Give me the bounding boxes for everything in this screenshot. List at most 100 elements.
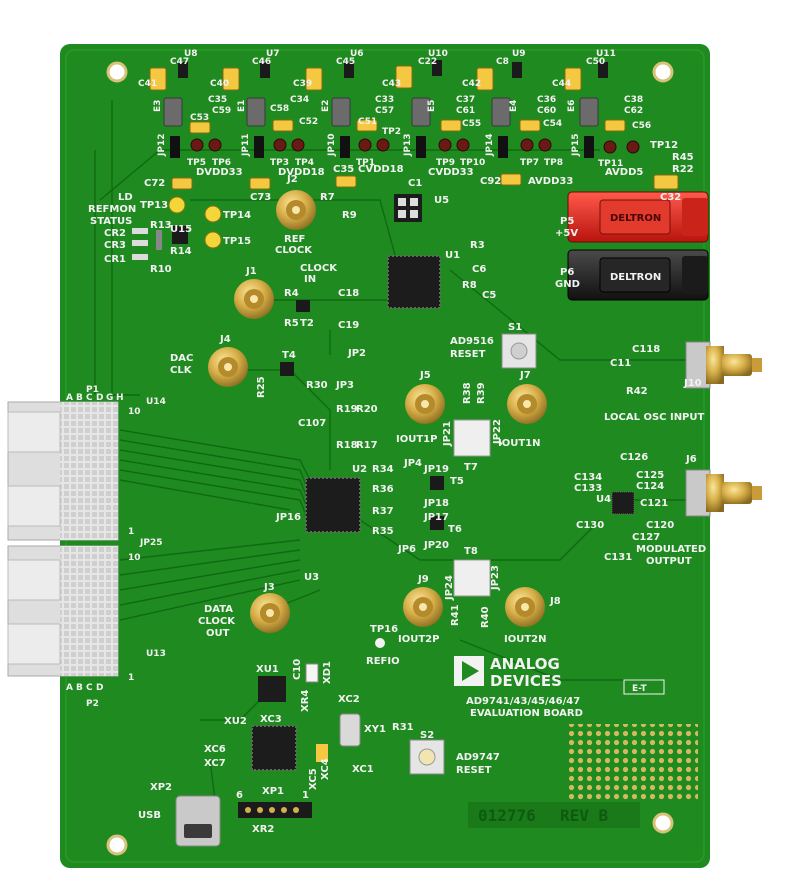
small-part-label: E3	[153, 100, 163, 112]
tp16-label: TP16	[370, 624, 398, 635]
small-part-label: C62	[624, 106, 643, 116]
r45-label: R45	[672, 152, 694, 163]
part-number: 012776	[478, 806, 536, 825]
small-part-label: C59	[212, 106, 231, 116]
power-posts	[567, 191, 709, 301]
small-part-label: C54	[543, 119, 562, 129]
ad9747-reset-label: RESET	[456, 765, 492, 776]
c102-label: C35	[333, 164, 354, 175]
r14-label: R14	[170, 246, 192, 257]
c11-label: C11	[610, 358, 631, 369]
testpoint-label: TP9	[436, 158, 455, 168]
top-ic-label: U7	[266, 49, 280, 59]
jp2-label: JP2	[347, 348, 366, 359]
cr1-label: CR1	[104, 254, 126, 265]
xc5-label: XC5	[308, 768, 319, 790]
cr3-label: CR3	[104, 240, 126, 251]
xu2-label: XU2	[224, 716, 247, 727]
j4-label: J4	[219, 334, 231, 345]
u2-label: U2	[352, 464, 367, 475]
c19-label: C19	[338, 320, 359, 331]
u4-label: U4	[596, 494, 611, 505]
t2-label: T2	[300, 318, 314, 329]
p2-pin-b: B	[76, 683, 83, 693]
c92-label: C92	[480, 176, 501, 187]
board-subtitle: EVALUATION BOARD	[470, 708, 583, 719]
c121-label: C121	[640, 498, 668, 509]
xc6-label: XC6	[204, 744, 226, 755]
iout1n-label: IOUT1N	[498, 438, 541, 449]
r40-label: R40	[480, 606, 491, 628]
jp25-label: JP25	[139, 538, 162, 548]
r17-label: R17	[356, 440, 378, 451]
p2-pin-c: C	[86, 683, 93, 693]
top-cap-label: C46	[252, 57, 271, 67]
clk-label: CLK	[170, 365, 193, 376]
small-part-label: C34	[290, 95, 309, 105]
small-part-label: E4	[509, 100, 519, 112]
jp23-label: JP23	[490, 565, 501, 591]
j9-label: J9	[417, 574, 429, 585]
small-part-label: C53	[190, 113, 209, 123]
r9-label: R9	[342, 210, 357, 221]
top-cap-label: C39	[293, 79, 312, 89]
top-cap-label: C50	[586, 57, 605, 67]
r30-label: R30	[306, 380, 328, 391]
ad9747-label: AD9747	[456, 752, 500, 763]
p2-pin1-label: 1	[128, 673, 134, 683]
brand-devices: DEVICES	[490, 672, 562, 690]
rail-cvdd18: CVDD18	[358, 164, 404, 175]
r5-label: R5	[284, 318, 299, 329]
small-part-label: E6	[567, 100, 577, 112]
p1-pin-d: D	[96, 393, 103, 403]
data-label: DATA	[204, 604, 233, 615]
sma-j6	[685, 469, 762, 517]
sma-j5	[405, 384, 445, 424]
c18-label: C18	[338, 288, 359, 299]
corner-mark: E-T	[632, 684, 648, 694]
c126-label: C126	[620, 452, 648, 463]
r34-label: R34	[372, 464, 394, 475]
t8-label: T8	[464, 546, 478, 557]
ref-clock-label: CLOCK	[275, 245, 313, 256]
r10-label: R10	[150, 264, 172, 275]
xr2-label: XR2	[252, 824, 274, 835]
testpoint-label: TP11	[598, 159, 623, 169]
c127-label: C127	[632, 532, 660, 543]
r38-label: R38	[462, 382, 473, 404]
r31-label: R31	[392, 722, 414, 733]
dac-label: DAC	[170, 353, 193, 364]
u15-label: U15	[170, 224, 192, 235]
c131-label: C131	[604, 552, 632, 563]
r19-label: R19	[336, 404, 358, 415]
sma-j2	[276, 190, 316, 230]
top-cap-label: C41	[138, 79, 157, 89]
small-part-label: C61	[456, 106, 475, 116]
top-cap-label: C40	[210, 79, 229, 89]
status-leds	[132, 196, 222, 260]
rail-avdd5: AVDD5	[605, 167, 643, 178]
u3-label: U3	[304, 572, 319, 583]
tp13-label: TP13	[140, 200, 168, 211]
c73-label: C73	[250, 192, 271, 203]
r39-label: R39	[476, 382, 487, 404]
sma-j1	[234, 279, 274, 319]
brand-analog: ANALOG	[490, 655, 560, 673]
xu1-label: XU1	[256, 664, 279, 675]
testpoint-label: TP1	[356, 158, 375, 168]
revision: REV B	[560, 806, 609, 825]
testpoint-label: TP5	[187, 158, 206, 168]
c5-label: C5	[482, 290, 496, 301]
testpoint-label: TP10	[460, 158, 485, 168]
xc3-label: XC3	[260, 714, 282, 725]
tp12-label: TP12	[650, 140, 678, 151]
r3-label: R3	[470, 240, 485, 251]
r41-label: R41	[450, 604, 461, 626]
sma-j7	[507, 384, 547, 424]
jumper-label: JP12	[157, 134, 167, 157]
small-part-label: C52	[299, 117, 318, 127]
testpoint-label: TP8	[544, 158, 563, 168]
p6-gnd-label: GND	[555, 279, 580, 290]
small-part-label: C56	[632, 121, 651, 131]
usb-and-header	[175, 795, 312, 847]
